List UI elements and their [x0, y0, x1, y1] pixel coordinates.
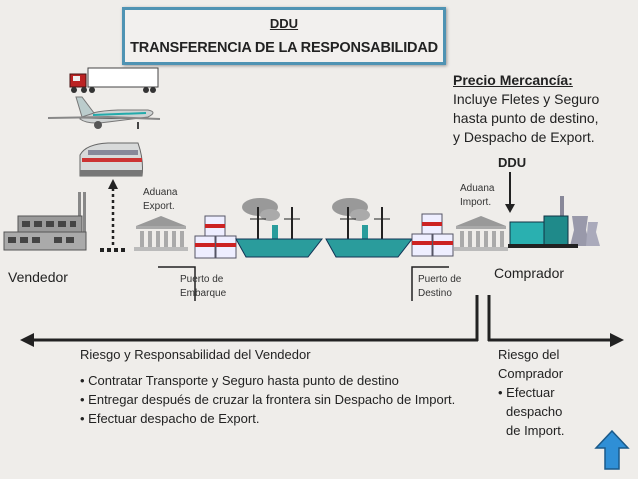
buyer-risk-heading: Comprador	[498, 366, 564, 381]
import-customs-label: Aduana Import.	[460, 182, 494, 210]
buyer-risk-heading: Riesgo del	[498, 347, 560, 362]
price-note-line: hasta punto de destino,	[453, 110, 599, 126]
label-line: Destino	[418, 288, 452, 299]
label-line: Aduana	[460, 183, 495, 194]
price-note-line: Incluye Fletes y Seguro	[453, 91, 600, 107]
label-line: Aduana	[143, 187, 178, 198]
title-code: DDU	[269, 16, 299, 31]
ship-icon	[235, 198, 324, 258]
price-note-line: y Despacho de Export.	[453, 129, 595, 145]
containers-icon	[411, 213, 454, 257]
export-customs-label: Aduana Export.	[143, 186, 177, 214]
buyer-risk: Riesgo del Comprador • Efectuar despacho…	[498, 345, 565, 440]
buyer-risk-item: despacho	[506, 404, 563, 419]
import-customs-building-icon	[454, 216, 508, 251]
airplane-icon	[47, 96, 161, 129]
buyer-risk-item: de Import.	[506, 423, 565, 438]
seller-risk-list: • Contratar Transporte y Seguro hasta pu…	[80, 371, 455, 428]
price-note: Precio Mercancía: Incluye Fletes y Segur…	[453, 71, 599, 147]
ship-icon	[325, 198, 414, 258]
title-box: DDU TRANSFERENCIA DE LA RESPONSABILIDAD	[122, 7, 446, 65]
label-line: Import.	[460, 197, 492, 208]
scroll-up-button[interactable]	[594, 429, 630, 470]
export-dotted-arrow	[100, 179, 128, 252]
seller-label: Vendedor	[8, 269, 68, 285]
buyer-risk-item: • Efectuar	[498, 385, 555, 400]
label-line: Embarque	[180, 288, 227, 299]
port-of-destination-label: Puerto de Destino	[418, 273, 461, 301]
factory-icon	[3, 192, 87, 251]
truck-icon	[69, 67, 159, 93]
buyer-label: Comprador	[494, 265, 565, 281]
port-of-loading-label: Puerto de Embarque	[180, 273, 226, 301]
train-icon	[79, 142, 143, 177]
power-plant-icon	[508, 196, 600, 248]
export-customs-building-icon	[134, 216, 188, 251]
transfer-point-arrow	[505, 172, 515, 213]
seller-risk-item: • Contratar Transporte y Seguro hasta pu…	[80, 373, 399, 388]
containers-icon	[194, 215, 237, 259]
port-of-destination-bracket	[411, 266, 449, 301]
label-line: Puerto de	[418, 274, 462, 285]
risk-division-arrows	[20, 295, 624, 347]
transfer-point-label: DDU	[498, 155, 527, 170]
seller-risk-item: • Entregar después de cruzar la frontera…	[80, 392, 456, 407]
seller-risk-item: • Efectuar despacho de Export.	[80, 411, 260, 426]
price-note-heading: Precio Mercancía:	[453, 72, 573, 88]
page-title: TRANSFERENCIA DE LA RESPONSABILIDAD	[130, 40, 438, 56]
label-line: Puerto de	[180, 274, 224, 285]
port-of-loading-bracket	[158, 266, 196, 301]
seller-risk-heading: Riesgo y Responsabilidad del Vendedor	[80, 347, 311, 362]
label-line: Export.	[143, 201, 175, 212]
